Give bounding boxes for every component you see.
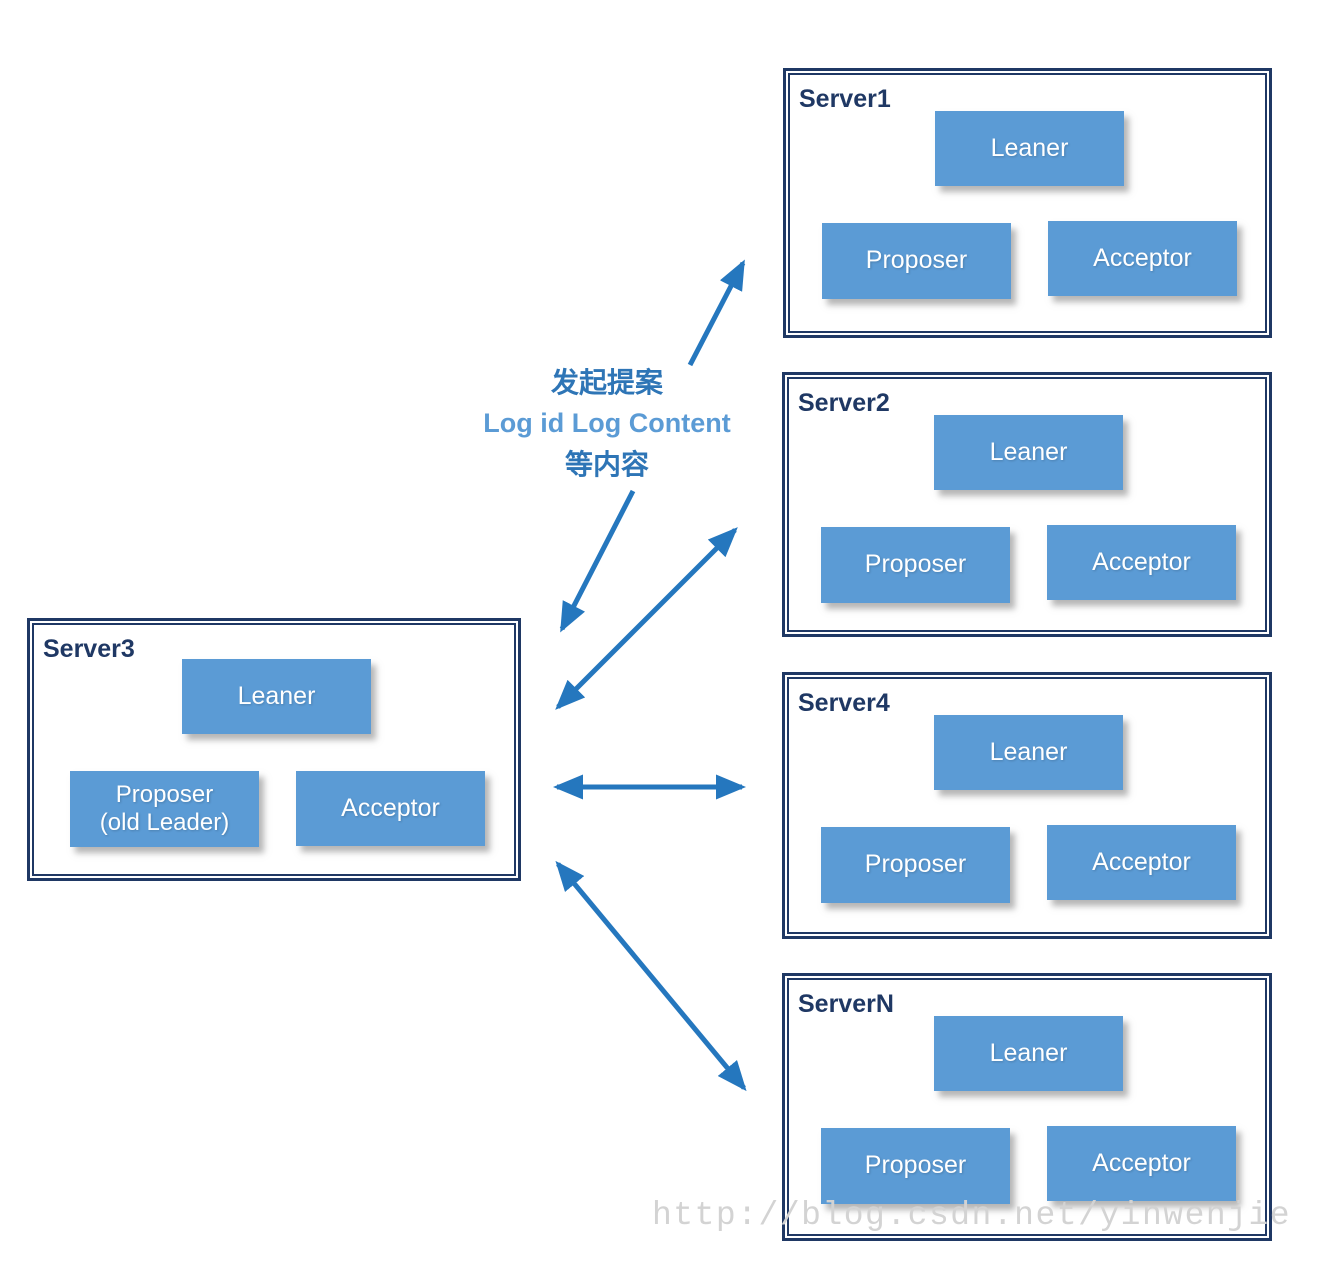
proposer-node: Proposer <box>821 827 1010 903</box>
acceptor-label: Acceptor <box>341 793 440 822</box>
learner-node: Leaner <box>182 659 371 734</box>
learner-label: Leaner <box>989 737 1068 766</box>
proposer-node: Proposer <box>821 527 1010 603</box>
server-box-server3: Server3 Leaner Proposer (old Leader) Acc… <box>27 618 521 881</box>
learner-label: Leaner <box>990 133 1069 162</box>
server-title: Server3 <box>43 635 135 663</box>
acceptor-node: Acceptor <box>1047 1126 1236 1201</box>
proposer-sublabel: (old Leader) <box>99 809 230 836</box>
arrow-label-to-server3 <box>559 489 636 633</box>
learner-node: Leaner <box>934 1016 1123 1091</box>
acceptor-label: Acceptor <box>1092 1148 1191 1177</box>
annotation-line2: Log id Log Content <box>483 408 731 438</box>
learner-label: Leaner <box>237 681 316 710</box>
learner-label: Leaner <box>989 437 1068 466</box>
server-title: Server2 <box>798 389 890 417</box>
learner-node: Leaner <box>934 415 1123 490</box>
acceptor-node: Acceptor <box>1047 525 1236 600</box>
acceptor-label: Acceptor <box>1092 847 1191 876</box>
proposer-label: Proposer <box>115 780 214 808</box>
server-box-server1: Server1 Leaner Proposer Acceptor <box>783 68 1272 338</box>
acceptor-node: Acceptor <box>1047 825 1236 900</box>
annotation-line3: 等内容 <box>564 449 649 480</box>
learner-label: Leaner <box>989 1038 1068 1067</box>
server-box-serverN: ServerN Leaner Proposer Acceptor <box>782 973 1272 1241</box>
proposer-label: Proposer <box>865 246 968 275</box>
arrow-server3-server2 <box>555 527 738 710</box>
acceptor-node: Acceptor <box>296 771 485 846</box>
arrow-label-to-server1 <box>687 259 746 367</box>
learner-node: Leaner <box>934 715 1123 790</box>
server-title: ServerN <box>798 990 894 1018</box>
proposer-label: Proposer <box>864 850 967 879</box>
proposer-label: Proposer <box>864 550 967 579</box>
server-box-server4: Server4 Leaner Proposer Acceptor <box>782 672 1272 939</box>
proposer-node: Proposer <box>822 223 1011 299</box>
server-box-server2: Server2 Leaner Proposer Acceptor <box>782 372 1272 637</box>
arrow-server3-serverN <box>555 860 747 1092</box>
watermark-url: http://blog.csdn.net/yinwenjie <box>652 1197 1292 1234</box>
proposal-annotation: 发起提案 Log id Log Content 等内容 <box>447 362 767 485</box>
acceptor-node: Acceptor <box>1048 221 1237 296</box>
proposer-node: Proposer <box>821 1128 1010 1204</box>
acceptor-label: Acceptor <box>1092 547 1191 576</box>
learner-node: Leaner <box>935 111 1124 186</box>
acceptor-label: Acceptor <box>1093 243 1192 272</box>
server-title: Server4 <box>798 689 890 717</box>
server-title: Server1 <box>799 85 891 113</box>
proposer-node: Proposer (old Leader) <box>70 771 259 847</box>
proposer-label: Proposer <box>864 1151 967 1180</box>
annotation-line1: 发起提案 <box>550 367 663 398</box>
